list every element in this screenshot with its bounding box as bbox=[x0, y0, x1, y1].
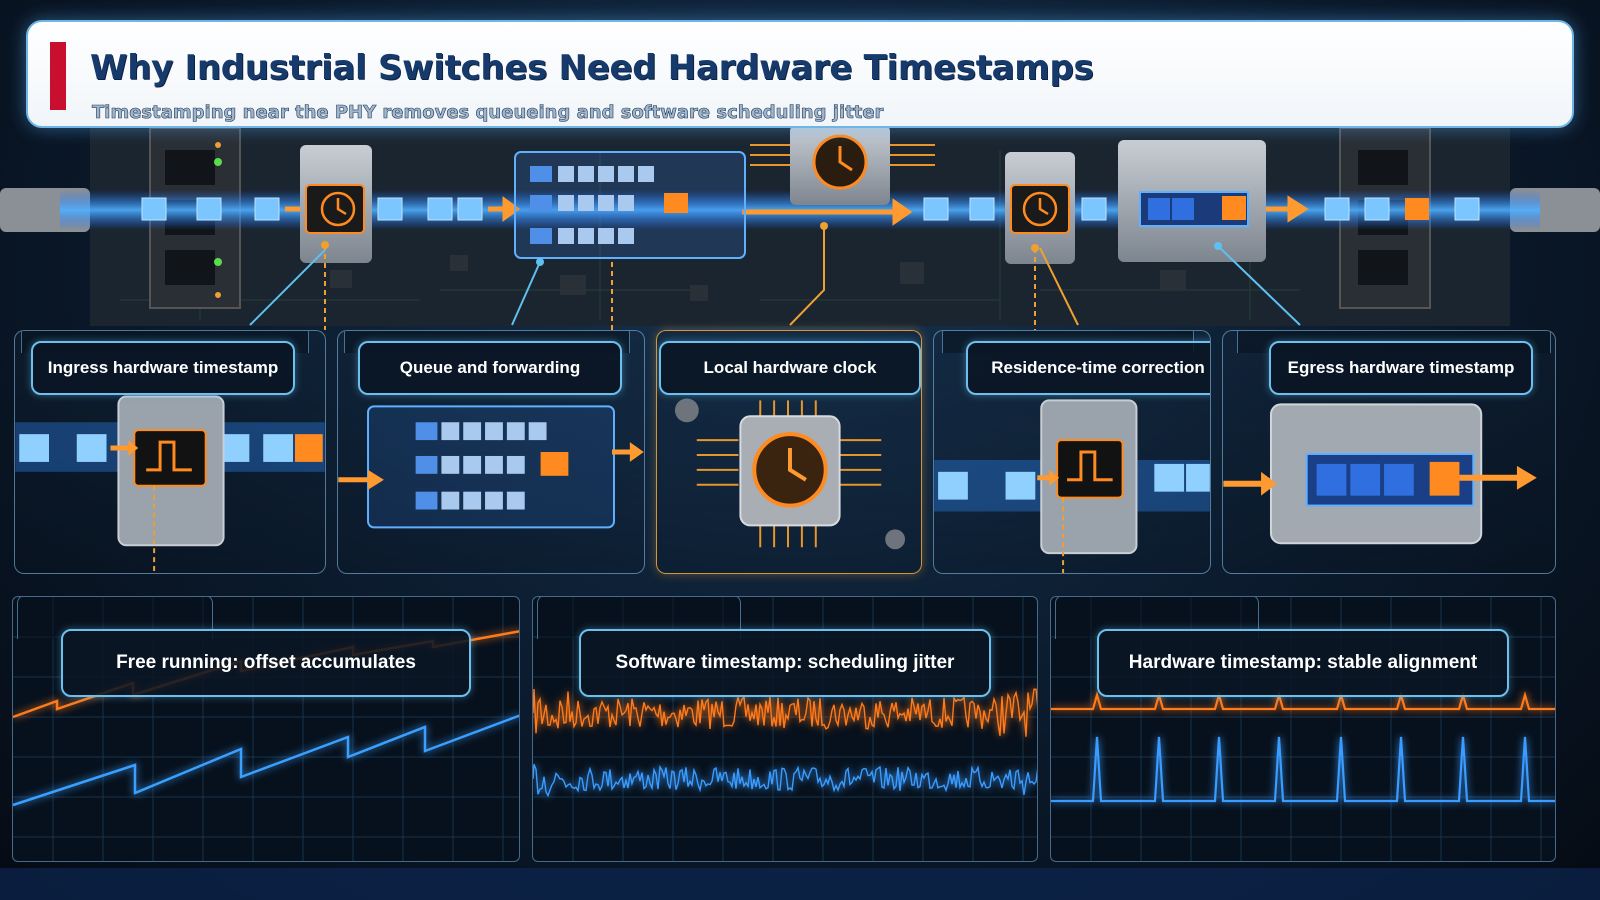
title-accent-bar bbox=[50, 42, 66, 110]
graph-label-hardware: Hardware timestamp: stable alignment bbox=[1097, 629, 1509, 697]
stage-panel-residence: Residence-time correction bbox=[933, 330, 1211, 574]
pulse-icon bbox=[934, 399, 1210, 573]
pulse-icon bbox=[15, 395, 325, 573]
stage-label-egress: Egress hardware timestamp bbox=[1269, 341, 1533, 395]
stage-panel-queue: Queue and forwarding bbox=[337, 330, 645, 574]
graph-panel-hardware: Hardware timestamp: stable alignment bbox=[1050, 596, 1556, 862]
page-subtitle: Timestamping near the PHY removes queuei… bbox=[92, 102, 884, 124]
stage-panel-clock: Local hardware clock bbox=[656, 330, 922, 574]
graph-label-free-running: Free running: offset accumulates bbox=[61, 629, 471, 697]
clock-icon bbox=[674, 398, 906, 550]
stage-panel-ingress: Ingress hardware timestamp bbox=[14, 330, 326, 574]
stage-label-queue: Queue and forwarding bbox=[358, 341, 622, 395]
stage-label-residence: Residence-time correction bbox=[966, 341, 1210, 395]
graph-panel-free-running: Free running: offset accumulates bbox=[12, 596, 520, 862]
queue-icon bbox=[338, 405, 644, 529]
stage-label-ingress: Ingress hardware timestamp bbox=[31, 341, 295, 395]
stage-label-clock: Local hardware clock bbox=[659, 341, 921, 395]
egress-block-icon bbox=[1223, 403, 1537, 545]
graph-panel-software: Software timestamp: scheduling jitter bbox=[532, 596, 1038, 862]
title-banner: Why Industrial Switches Need Hardware Ti… bbox=[26, 20, 1574, 128]
graph-label-software: Software timestamp: scheduling jitter bbox=[579, 629, 991, 697]
stage-panel-egress: Egress hardware timestamp bbox=[1222, 330, 1556, 574]
page-title: Why Industrial Switches Need Hardware Ti… bbox=[90, 48, 1094, 88]
